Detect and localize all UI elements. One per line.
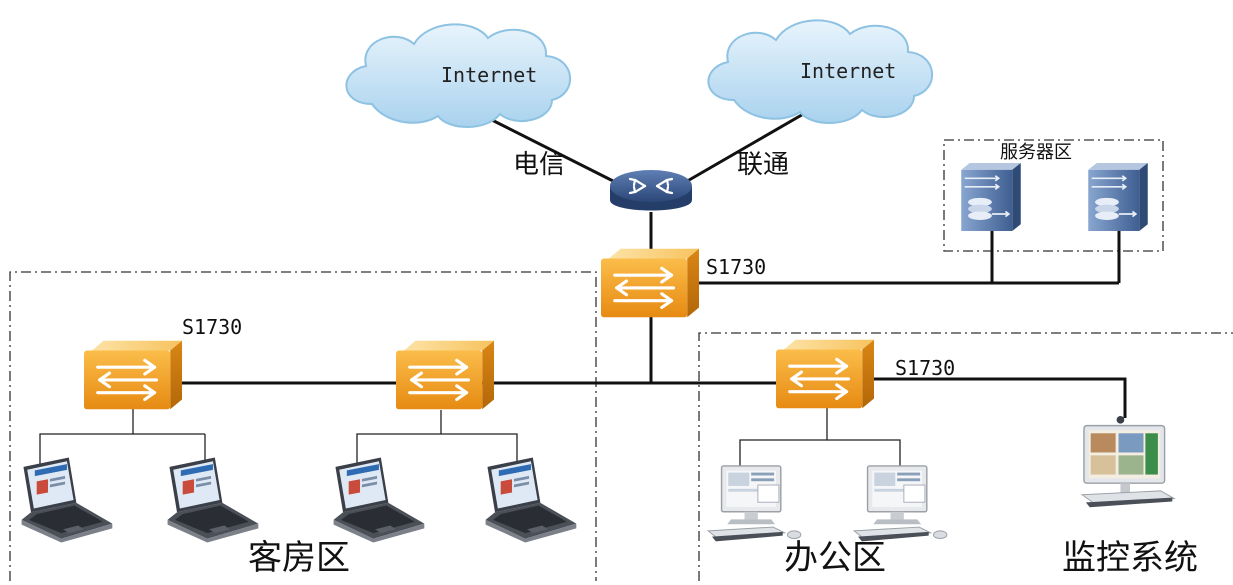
monitor-station-icon [1081, 416, 1175, 508]
access-line-guest-3 [356, 410, 442, 465]
server-zone-border [943, 139, 1164, 252]
desktop-1-icon [707, 465, 802, 543]
monitor-zone-title: 监控系统 [1062, 538, 1198, 578]
internet-cloud-2 [707, 19, 933, 124]
guest-zone-border [9, 271, 597, 581]
isp-label-dianxin: 电信 [513, 150, 566, 180]
link-dianxin [481, 113, 626, 189]
server-2-icon [1088, 163, 1148, 231]
link-monitor [868, 377, 1127, 418]
laptop-4-icon [485, 457, 577, 543]
guest-switch-2-icon [396, 340, 494, 410]
internet-label-2: Internet [800, 59, 897, 83]
link-liantong [676, 107, 813, 189]
guest-zone-title: 客房区 [248, 538, 350, 578]
office-zone-border [698, 332, 1233, 581]
office-switch-model: S1730 [895, 356, 956, 380]
guest-switch-model: S1730 [182, 315, 243, 339]
office-switch-icon [776, 339, 874, 409]
core-switch-model: S1730 [706, 255, 767, 279]
laptop-2-icon [167, 457, 259, 543]
server-1-icon [961, 163, 1021, 231]
internet-cloud-1 [345, 23, 571, 128]
router-icon [610, 170, 692, 211]
internet-label-1: Internet [441, 63, 538, 87]
core-switch-icon [601, 248, 699, 318]
isp-label-liantong: 联通 [737, 150, 790, 180]
desktop-2-icon [853, 465, 948, 543]
access-line-office [739, 408, 828, 478]
server-zone-title: 服务器区 [1000, 142, 1072, 163]
office-zone-title: 办公区 [784, 538, 886, 578]
laptop-1-icon [21, 457, 113, 543]
access-line-guest-1 [39, 405, 134, 465]
laptop-3-icon [333, 457, 425, 543]
access-line-guest-4 [441, 433, 518, 465]
guest-switch-1-icon [84, 340, 182, 410]
